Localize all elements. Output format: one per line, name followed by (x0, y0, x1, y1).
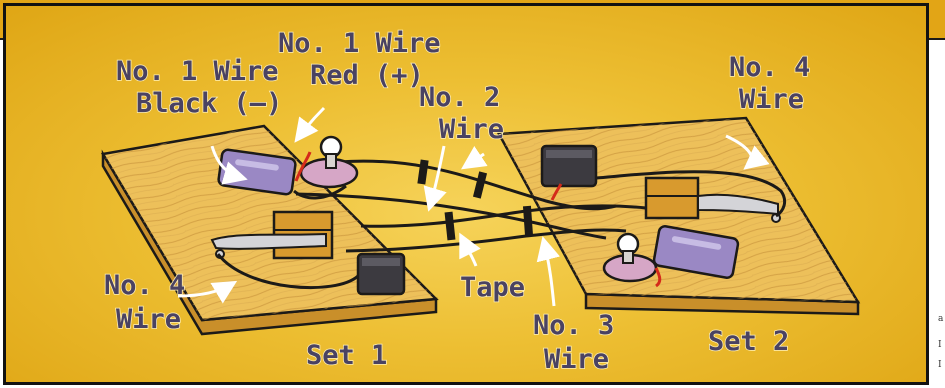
edge-text-1: a (938, 314, 944, 324)
label-no1-wire-red-line2: Red (+) (310, 60, 424, 91)
buzzer-set-1 (356, 252, 406, 296)
illustration-panel: No. 1 Wire Black (–) No. 1 Wire Red (+) … (3, 3, 929, 385)
label-no2-wire-line2: Wire (439, 114, 504, 145)
label-no4-wire-right-line1: No. 4 (729, 52, 810, 83)
label-no1-wire-black-line2: Black (–) (136, 88, 282, 119)
label-no4-wire-left-line2: Wire (116, 304, 181, 335)
buzzer-set-2 (540, 144, 598, 188)
edge-text-3: I (938, 360, 942, 370)
tape-bands (417, 159, 534, 241)
label-no4-wire-right-line2: Wire (739, 84, 804, 115)
label-no1-wire-black: No. 1 Wire Black (–) (115, 55, 283, 120)
label-pointers (177, 106, 770, 307)
battery-set-2 (652, 225, 740, 279)
telegraph-wiring-diagram: No. 1 Wire Black (–) No. 1 Wire Red (+) … (100, 27, 861, 376)
label-no4-wire-right: No. 4 Wire (728, 51, 811, 116)
label-no1-wire-red: No. 1 Wire Red (+) (277, 27, 441, 92)
label-no3-wire-line2: Wire (544, 344, 609, 375)
telegraph-key-set-2 (644, 176, 781, 223)
label-tape: Tape (460, 272, 525, 303)
bulb-set-2 (602, 232, 658, 283)
wire-no-1-set-1 (293, 151, 347, 200)
wire-no-4-set-1 (216, 253, 360, 290)
label-no3-wire: No. 3 Wire (532, 309, 615, 376)
edge-text-2: I (938, 340, 942, 350)
wire-no-4-set-2 (595, 170, 787, 218)
label-set-2: Set 2 (708, 326, 789, 357)
label-no4-wire-left: No. 4 Wire (103, 269, 186, 336)
telegraph-key-set-1 (210, 210, 334, 260)
label-no4-wire-left-line1: No. 4 (104, 270, 185, 301)
label-no2-wire-line1: No. 2 (419, 82, 500, 113)
label-no1-wire-black-line1: No. 1 Wire (116, 56, 279, 87)
label-no3-wire-line1: No. 3 (533, 310, 614, 341)
board-set-1 (100, 124, 439, 336)
wire-no-1-set-2 (550, 183, 662, 288)
label-set-1: Set 1 (306, 340, 387, 371)
label-no1-wire-red-line1: No. 1 Wire (278, 28, 441, 59)
bulb-set-1 (299, 135, 359, 189)
label-no2-wire: No. 2 Wire (418, 81, 505, 146)
